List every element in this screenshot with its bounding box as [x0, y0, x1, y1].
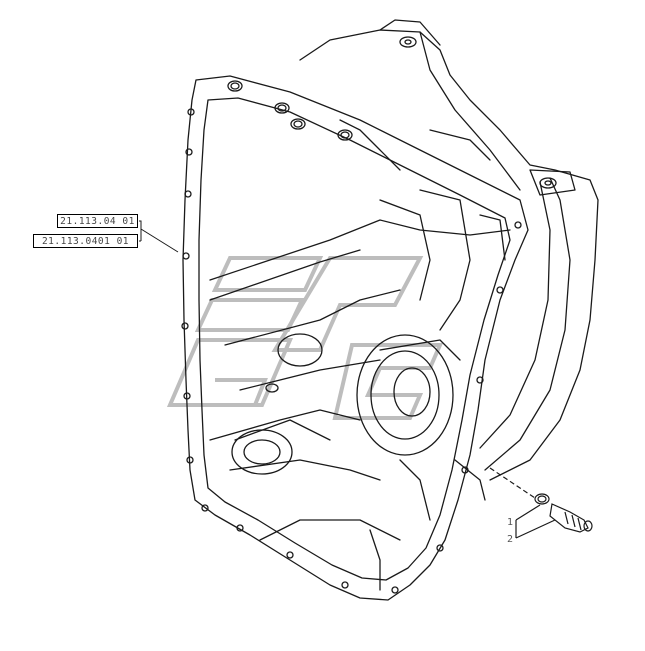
callout-leader-2	[515, 519, 556, 539]
callout-number-2: 2	[507, 534, 514, 545]
reference-leader	[139, 220, 179, 253]
seal-ring	[534, 493, 550, 505]
callout-leader-1	[515, 504, 541, 521]
callout-number-1: 1	[507, 517, 514, 528]
plug-body	[549, 503, 589, 533]
watermark-logo	[166, 256, 444, 420]
reference-label-2[interactable]: 21.113.0401 01	[33, 234, 138, 248]
assembly-axis-line	[489, 467, 536, 499]
reference-label-1[interactable]: 21.113.04 01	[57, 214, 138, 228]
housing-outline	[181, 19, 599, 601]
drain-plug-assembly	[489, 467, 593, 539]
